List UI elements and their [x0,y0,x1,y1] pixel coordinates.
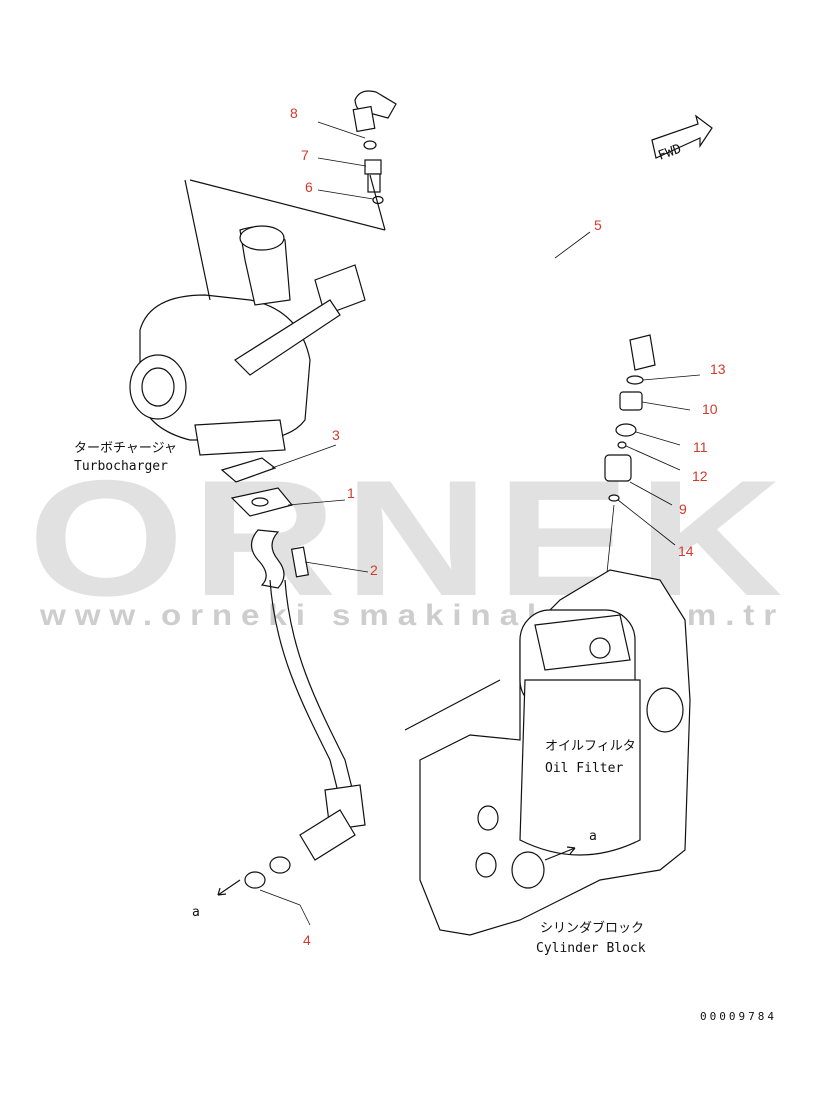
cylinder-block [404,569,691,936]
component-labels: ターボチャージャ Turbocharger オイルフィルタ Oil Filter… [74,441,646,956]
callouts: 1 2 3 4 5 6 7 8 9 10 11 12 13 14 [290,105,726,948]
callout-6[interactable]: 6 [305,179,313,195]
ref-a-left: a [192,905,200,920]
callout-7[interactable]: 7 [301,147,309,163]
callout-11[interactable]: 11 [693,439,708,455]
callout-1[interactable]: 1 [347,485,355,501]
oil-filter-label-en: Oil Filter [545,761,623,776]
turbocharger [129,174,386,456]
callout-14[interactable]: 14 [678,543,694,559]
drain-tube [217,579,366,926]
callout-8[interactable]: 8 [290,105,298,121]
callout-4[interactable]: 4 [303,932,311,948]
cylinder-block-label-jp: シリンダブロック [540,920,644,936]
fitting-stack-upper [363,140,384,205]
cylinder-block-label-en: Cylinder Block [536,941,646,956]
callout-10[interactable]: 10 [702,401,718,417]
forward-arrow-icon: FWD [651,114,713,164]
leader-lines [271,121,701,573]
oil-filter-label-jp: オイルフィルタ [545,739,636,754]
turbocharger-label-jp: ターボチャージャ [74,441,177,456]
ref-a-block: a [589,829,597,844]
callout-9[interactable]: 9 [679,501,687,517]
oil-hose [352,90,656,371]
turbocharger-label-en: Turbocharger [74,459,168,474]
callout-5[interactable]: 5 [594,217,602,233]
callout-3[interactable]: 3 [332,427,340,443]
drawing-code: 00009784 [700,1010,777,1023]
callout-2[interactable]: 2 [370,562,378,578]
callout-12[interactable]: 12 [692,468,708,484]
callout-13[interactable]: 13 [710,361,726,377]
fitting-stack-lower [599,375,644,641]
